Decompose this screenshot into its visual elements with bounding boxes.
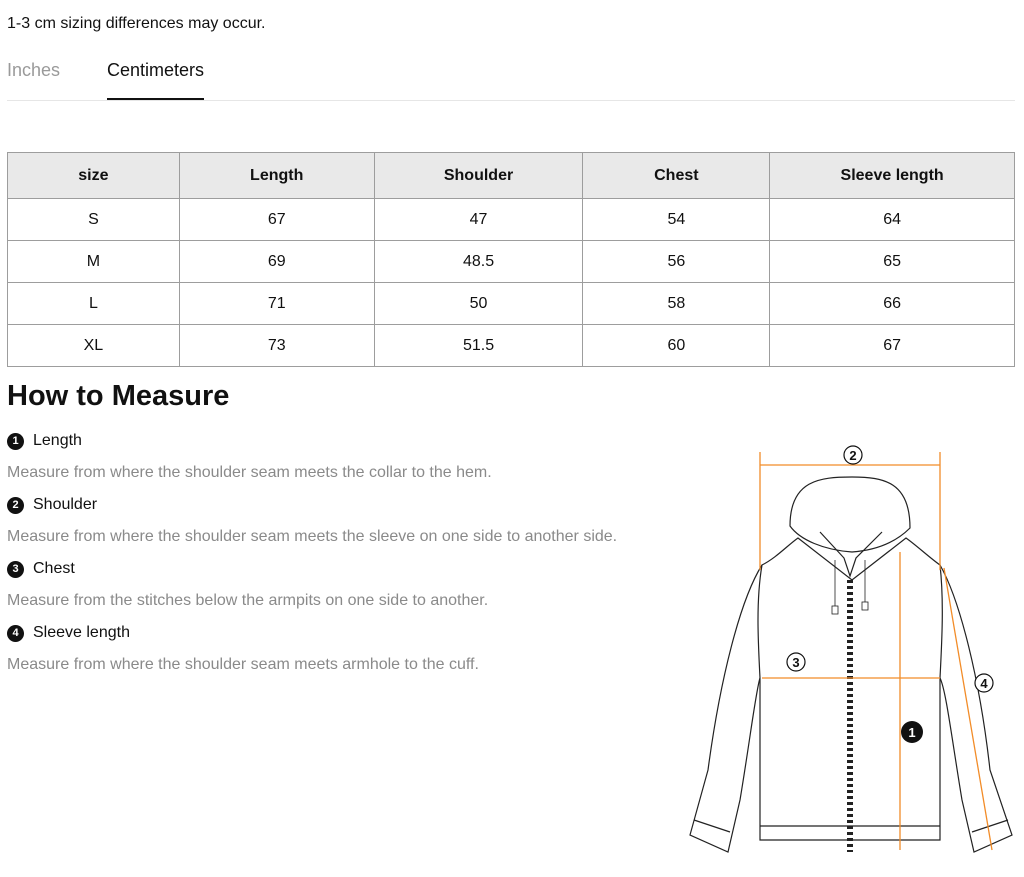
step-description: Measure from where the shoulder seam mee… [7, 656, 479, 673]
step-label: Sleeve length [33, 624, 130, 641]
marker-4: 4 [974, 673, 994, 693]
table-cell: S [7, 198, 180, 241]
header-shoulder: Shoulder [373, 152, 584, 199]
step-label: Shoulder [33, 496, 98, 513]
table-cell: 66 [769, 282, 1015, 325]
marker-1: 1 [901, 721, 923, 743]
step-number-badge: 3 [7, 560, 24, 578]
header-chest: Chest [582, 152, 771, 199]
table-cell: 65 [769, 240, 1015, 283]
measure-step-chest: 3 Chest Measure from the stitches below … [7, 560, 488, 610]
table-row: S 67 47 54 64 [7, 198, 1015, 241]
table-cell: 56 [582, 240, 771, 283]
table-cell: XL [7, 324, 180, 367]
table-cell: 64 [769, 198, 1015, 241]
step-description: Measure from where the shoulder seam mee… [7, 528, 618, 545]
step-label: Chest [33, 560, 75, 577]
table-header-row: size Length Shoulder Chest Sleeve length [7, 152, 1015, 199]
table-cell: 47 [373, 198, 584, 241]
table-cell: M [7, 240, 180, 283]
sizing-note: 1-3 cm sizing differences may occur. [7, 15, 266, 32]
step-number-badge: 2 [7, 496, 24, 514]
header-sleeve-length: Sleeve length [769, 152, 1015, 199]
tab-inches[interactable]: Inches [7, 60, 61, 80]
measure-step-shoulder: 2 Shoulder Measure from where the should… [7, 496, 617, 546]
table-cell: 58 [582, 282, 771, 325]
marker-3: 3 [786, 652, 806, 672]
svg-text:2: 2 [849, 448, 856, 463]
table-cell: 51.5 [373, 324, 584, 367]
table-cell: 67 [769, 324, 1015, 367]
table-cell: 60 [582, 324, 771, 367]
header-size: size [7, 152, 180, 199]
table-cell: 54 [582, 198, 771, 241]
table-row: XL 73 51.5 60 67 [7, 324, 1015, 367]
header-length: Length [178, 152, 375, 199]
step-label: Length [33, 432, 82, 449]
table-cell: 67 [178, 198, 375, 241]
hoodie-measurement-diagram: 1 2 3 4 [680, 440, 1020, 860]
table-row: L 71 50 58 66 [7, 282, 1015, 325]
table-cell: 48.5 [373, 240, 584, 283]
table-cell: 50 [373, 282, 584, 325]
size-table: size Length Shoulder Chest Sleeve length… [7, 152, 1015, 367]
table-cell: L [7, 282, 180, 325]
table-cell: 73 [178, 324, 375, 367]
table-row: M 69 48.5 56 65 [7, 240, 1015, 283]
how-to-measure-title: How to Measure [7, 380, 230, 412]
tab-centimeters[interactable]: Centimeters [107, 60, 205, 100]
unit-tabs: Inches Centimeters [7, 56, 1015, 101]
table-cell: 69 [178, 240, 375, 283]
svg-text:4: 4 [980, 676, 988, 691]
step-description: Measure from where the shoulder seam mee… [7, 464, 492, 481]
svg-text:3: 3 [792, 655, 799, 670]
step-number-badge: 1 [7, 432, 24, 450]
measure-step-length: 1 Length Measure from where the shoulder… [7, 432, 492, 482]
step-description: Measure from the stitches below the armp… [7, 592, 489, 609]
step-number-badge: 4 [7, 624, 24, 642]
hoodie-diagram-svg: 1 2 3 4 [689, 445, 1013, 853]
marker-2: 2 [843, 445, 863, 465]
svg-text:1: 1 [908, 725, 915, 740]
table-cell: 71 [178, 282, 375, 325]
measure-step-sleeve-length: 4 Sleeve length Measure from where the s… [7, 624, 479, 674]
